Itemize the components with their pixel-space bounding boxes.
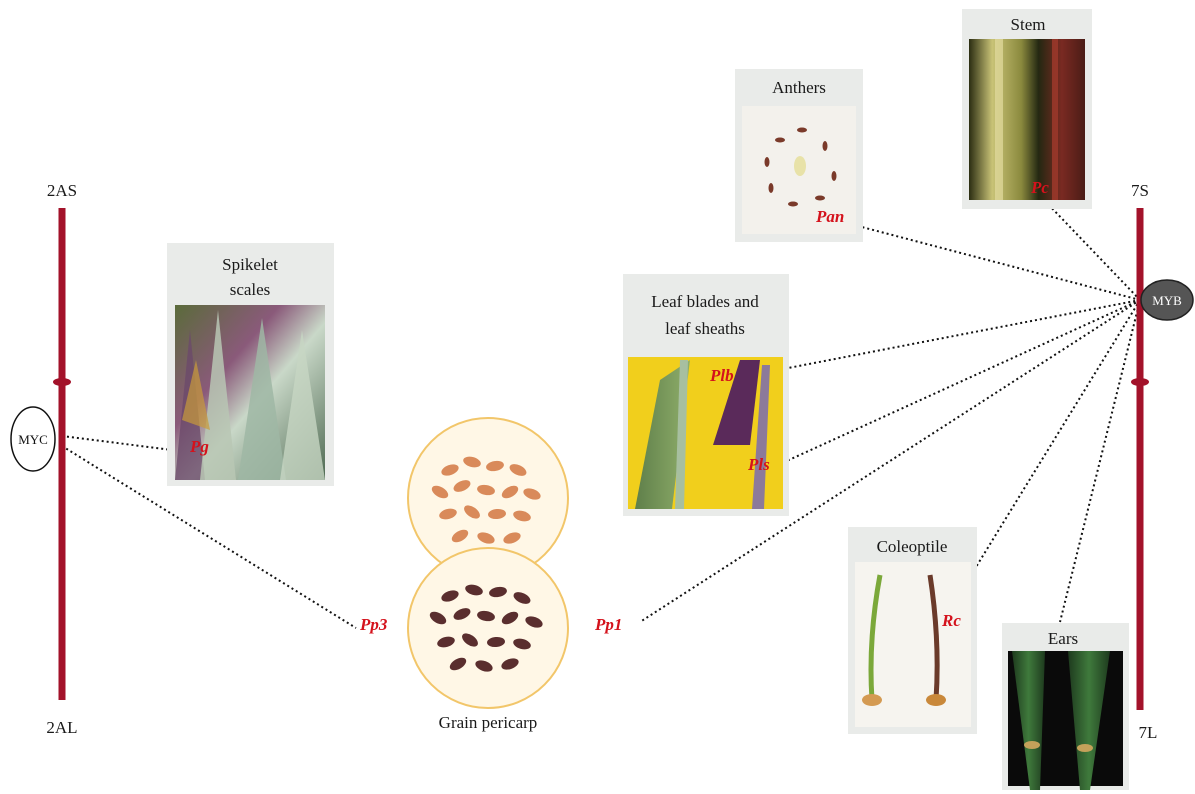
gene-plb: Plb [709,366,734,385]
centromere-7 [1131,378,1149,386]
panel-coleoptile: Coleoptile Rc [848,527,977,734]
chromosome-7: 7S 7L MYB [1131,181,1193,742]
stem-photo [969,39,1085,200]
panel-stem: Stem Pc [962,9,1092,209]
coleoptile-photo [855,562,971,727]
leaf-title-line1: Leaf blades and [651,292,759,311]
link-myb-pan [858,226,1140,300]
panel-ears: Ears [1002,623,1129,790]
spikelet-title-line1: Spikelet [222,255,278,274]
grain-caption: Grain pericarp [439,713,538,732]
spikelet-title-line2: scales [230,280,271,299]
myc-factor-label: MYC [18,432,48,447]
link-myb-pc [1046,202,1140,300]
link-myb-plb [752,300,1140,375]
ears-title: Ears [1048,629,1078,648]
centromere-2a [53,378,71,386]
gene-pls: Pls [747,455,770,474]
leaf-title-line2: leaf sheaths [665,319,745,338]
gene-pp3: Pp3 [359,615,388,634]
chromosome-7-bottom-label: 7L [1139,723,1158,742]
link-myb-ears [1060,300,1140,622]
chromosome-2a-top-label: 2AS [47,181,77,200]
chromosome-2a: 2AS 2AL MYC [11,181,78,737]
link-myb-pls [780,300,1140,464]
ears-photo [1008,651,1123,790]
gene-pc: Pc [1030,178,1049,197]
grain-dark-circle [408,548,568,708]
myb-factor-label: MYB [1152,293,1182,308]
stem-title: Stem [1011,15,1046,34]
gene-pg: Pg [189,437,209,456]
panel-leaf: Leaf blades and leaf sheaths Plb Pls [623,274,789,516]
anthers-title: Anthers [772,78,826,97]
gene-pp1: Pp1 [594,615,622,634]
panel-spikelet-scales: Spikelet scales Pg [167,243,334,486]
gene-pan: Pan [815,207,844,226]
coleoptile-title: Coleoptile [877,537,948,556]
gene-rc: Rc [941,611,961,630]
link-myb-rc [968,300,1140,580]
chromosome-7-top-label: 7S [1131,181,1149,200]
panel-anthers: Anthers Pan [735,69,863,242]
grain-pericarp: Grain pericarp Pp3 Pp1 [359,418,622,732]
leaf-photo [628,357,783,509]
chromosome-2a-bottom-label: 2AL [46,718,77,737]
